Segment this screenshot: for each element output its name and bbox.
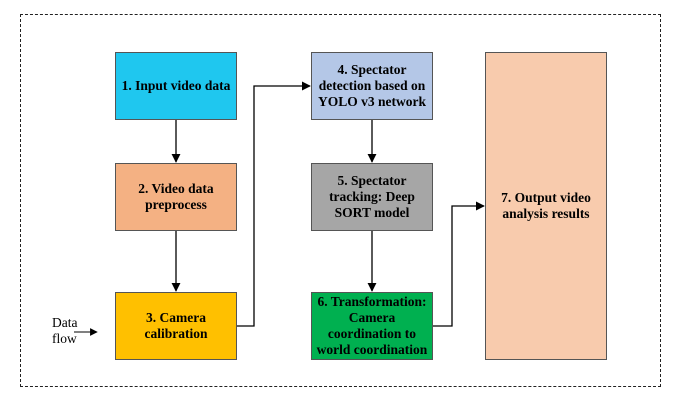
box-label: 3. Camera: [146, 310, 206, 325]
box-label: YOLO v3 network: [318, 94, 426, 109]
video-preprocess-box: 2. Video data preprocess: [115, 163, 237, 231]
box-label: 6. Transformation:: [317, 294, 427, 309]
box-label: SORT model: [334, 205, 410, 220]
box-label: analysis results: [502, 206, 590, 221]
box-label: tracking: Deep: [329, 189, 415, 204]
flow-arrow: [433, 201, 485, 327]
diagram-frame: [20, 14, 661, 387]
box-label: world coordination: [316, 342, 428, 357]
input-video-data-box: 1. Input video data: [115, 52, 237, 120]
box-label: detection based on: [318, 78, 426, 93]
box-label: 1. Input video data: [121, 78, 231, 93]
spectator-tracking-box: 5. Spectator tracking: Deep SORT model: [311, 163, 433, 231]
data-flow-legend: Data flow: [32, 315, 102, 349]
box-label: 2. Video data: [138, 181, 214, 196]
box-label: calibration: [144, 326, 208, 341]
box-label: 4. Spectator: [337, 62, 407, 77]
box-label: 7. Output video: [501, 190, 591, 205]
box-label: preprocess: [145, 197, 207, 212]
box-label: 5. Spectator: [337, 173, 407, 188]
legend-label: Data: [52, 315, 78, 330]
box-label: coordination to: [327, 326, 417, 341]
legend-label: flow: [52, 331, 77, 346]
flow-arrow: [237, 81, 311, 327]
spectator-detection-box: 4. Spectator detection based on YOLO v3 …: [311, 52, 433, 120]
transformation-box: 6. Transformation: Camera coordination t…: [311, 292, 433, 360]
camera-calibration-box: 3. Camera calibration: [115, 292, 237, 360]
box-label: Camera: [348, 310, 396, 325]
output-results-box: 7. Output video analysis results: [485, 52, 607, 360]
